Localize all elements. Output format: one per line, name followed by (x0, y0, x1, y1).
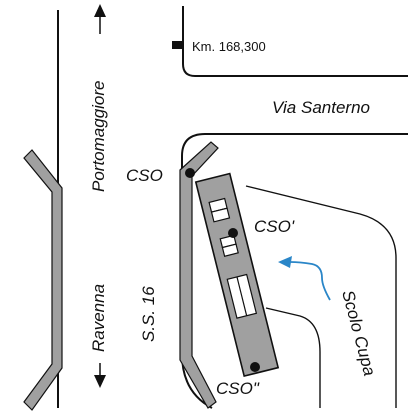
cso-prime-point (228, 228, 238, 238)
cso-double-point (250, 362, 260, 372)
left-gray-strip (23, 149, 63, 411)
cso-point (185, 168, 195, 178)
ravenna-label: Ravenna (89, 284, 108, 352)
cso-double-label: CSO" (216, 379, 260, 398)
gray-channel-strip (179, 141, 219, 409)
km-label: Km. 168,300 (192, 39, 266, 54)
arrow-up-icon (94, 4, 106, 17)
via-santerno-label: Via Santerno (272, 98, 370, 117)
top-road-line (182, 6, 408, 77)
cso-label: CSO (126, 166, 163, 185)
arrow-down-icon (94, 375, 106, 388)
scolo-cupa-inner-curve (265, 307, 321, 408)
scolo-cupa-label: Scolo Cupa (338, 288, 379, 378)
cso-prime-label: CSO' (254, 217, 295, 236)
flow-arrow-line (289, 261, 331, 301)
portomaggiore-label: Portomaggiore (89, 80, 108, 192)
treatment-plant-building (194, 172, 280, 378)
scolo-cupa-outer-curve (245, 185, 397, 408)
building-cell-4 (221, 243, 239, 257)
km-marker (172, 41, 183, 49)
flow-arrow-head (278, 256, 292, 268)
ss16-label: S.S. 16 (139, 286, 158, 342)
building-cell-2 (210, 207, 231, 223)
